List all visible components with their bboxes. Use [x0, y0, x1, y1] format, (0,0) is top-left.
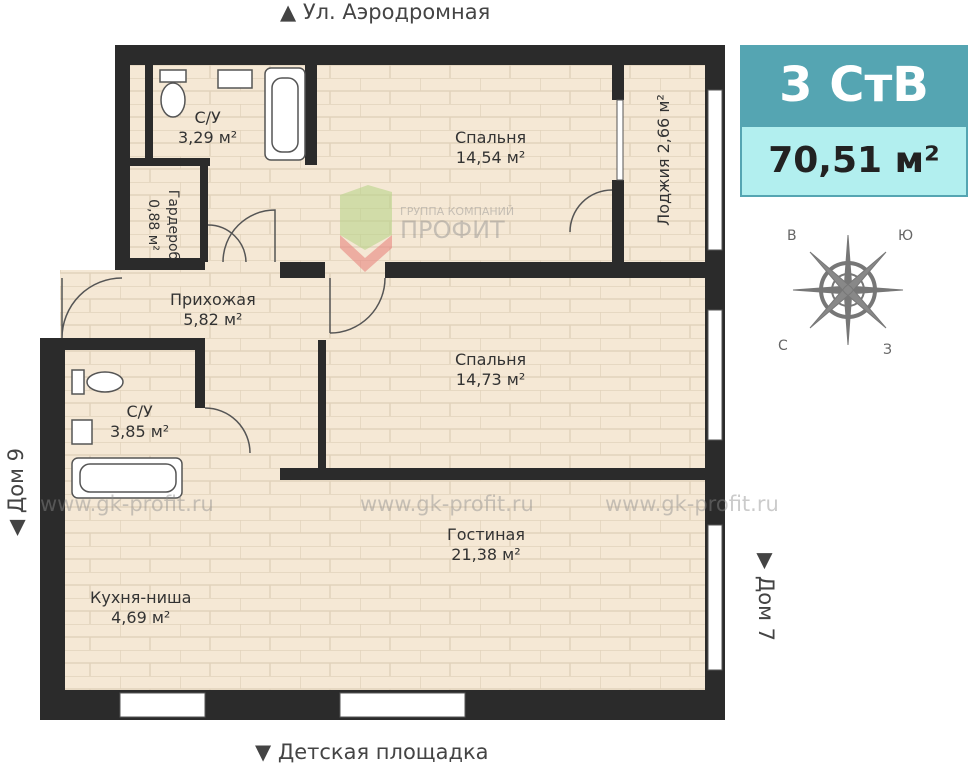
room-name: С/У — [126, 402, 153, 421]
logo-mark — [340, 185, 392, 272]
logo-line1: ГРУППА КОМПАНИЙ — [400, 205, 515, 218]
room-name: Лоджия — [653, 158, 673, 226]
street-bottom: ▼ Детская площадка — [255, 740, 489, 764]
street-right: ▶ Дом 7 — [753, 553, 778, 641]
compass-north: С — [778, 338, 788, 354]
room-name: Гардероб — [165, 189, 182, 261]
room-area: 5,82 м² — [183, 310, 243, 329]
apartment-type: 3 СтВ — [740, 45, 968, 125]
room-area: 3,85 м² — [110, 422, 170, 441]
room-area: 3,29 м² — [178, 128, 238, 147]
floor — [125, 60, 710, 695]
room-area: 14,73 м² — [455, 370, 526, 389]
apartment-area: 70,51 м² — [740, 125, 968, 197]
watermark: www.gk-profit.ru — [40, 492, 214, 516]
apartment-badge: 3 СтВ 70,51 м² — [740, 45, 968, 197]
room-area: 14,54 м² — [455, 148, 526, 167]
compass-rose-icon — [792, 234, 904, 346]
room-area: 2,66 м² — [653, 94, 673, 154]
room-name: Гостиная — [447, 525, 525, 544]
doors — [61, 189, 613, 454]
room-name: Прихожая — [170, 290, 256, 309]
street-bottom-label: Детская площадка — [277, 740, 489, 764]
room-name: Кухня-ниша — [90, 588, 192, 607]
windows — [119, 89, 723, 718]
room-loggia: Лоджия 2,66 м² — [654, 94, 674, 226]
compass-east: В — [787, 228, 797, 244]
room-area: 21,38 м² — [451, 545, 521, 564]
fixtures — [71, 67, 306, 499]
room-name: Спальня — [455, 128, 527, 147]
watermark: www.gk-profit.ru — [360, 492, 534, 516]
street-top: ▲ Ул. Аэродромная — [280, 0, 491, 24]
street-left-label: Дом 9 — [3, 448, 28, 514]
logo-line2: ПРОФИТ — [400, 216, 505, 244]
watermark: www.gk-profit.ru — [605, 492, 779, 516]
compass-south: Ю — [898, 228, 914, 244]
room-name: Спальня — [455, 350, 527, 369]
compass-west: З — [883, 342, 892, 358]
room-area: 0,88 м² — [145, 199, 162, 251]
room-area: 4,69 м² — [111, 608, 171, 627]
room-name: С/У — [194, 108, 221, 127]
street-top-label: Ул. Аэродромная — [302, 0, 491, 24]
street-left: ◀ Дом 9 — [3, 448, 28, 536]
street-right-label: Дом 7 — [753, 575, 778, 641]
